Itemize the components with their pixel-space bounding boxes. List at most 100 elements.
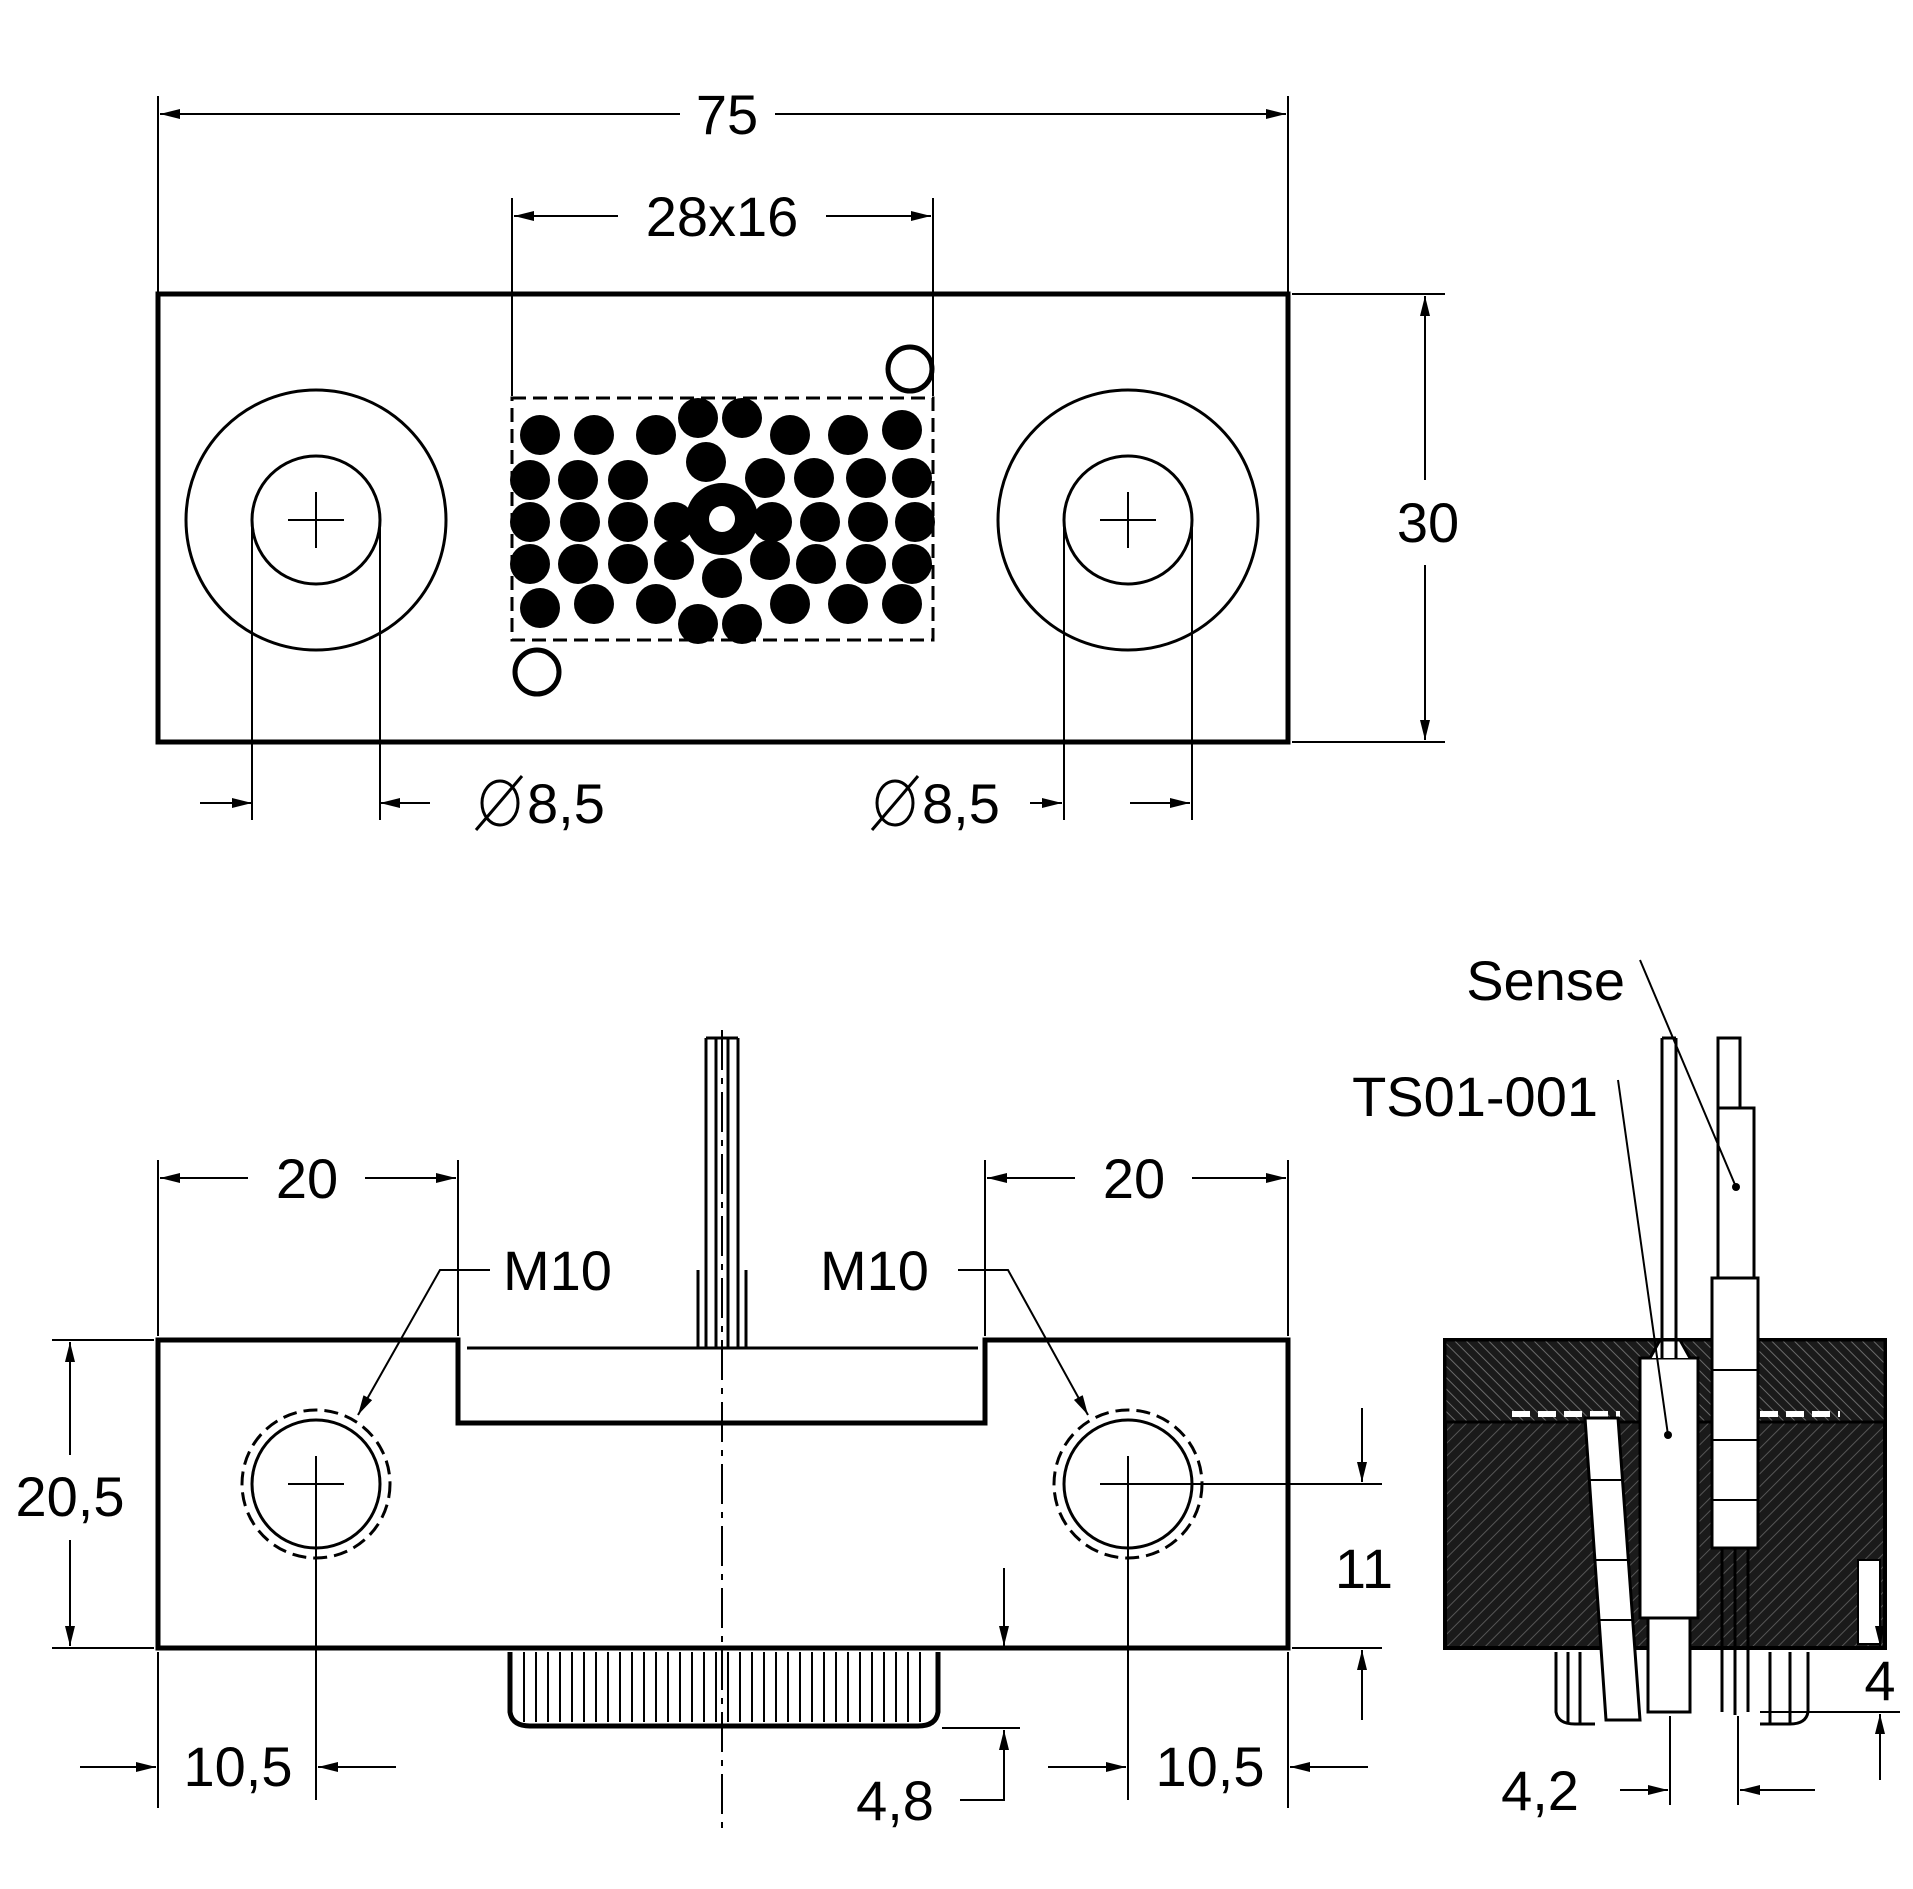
contact-pin xyxy=(848,502,888,542)
sense-label: Sense xyxy=(1466,949,1625,1012)
contact-pin xyxy=(846,458,886,498)
contact-pin xyxy=(510,502,550,542)
contact-pin xyxy=(752,502,792,542)
contact-pin xyxy=(722,398,762,438)
front-pin-lines xyxy=(523,1652,921,1722)
contact-pin xyxy=(722,604,762,644)
contact-pin xyxy=(608,502,648,542)
dim-20-right-extension xyxy=(984,1160,1289,1336)
contact-pin xyxy=(892,544,932,584)
pin-array xyxy=(510,398,935,644)
sense-probe-upper xyxy=(1716,1036,1742,1110)
dim-hole-left-extension xyxy=(251,528,381,820)
m10-right-leader xyxy=(958,1269,1089,1416)
contact-pin xyxy=(828,415,868,455)
contact-pin xyxy=(770,584,810,624)
dim-10-5-left-label: 10,5 xyxy=(184,1735,293,1798)
contact-pin xyxy=(882,584,922,624)
dim-11-label: 11 xyxy=(1335,1537,1393,1600)
m10-right-label: M10 xyxy=(820,1239,929,1302)
right-hole-cross xyxy=(1100,492,1156,548)
front-stem-collar xyxy=(696,1270,748,1348)
side-view: Sense TS01-001 4,2 4 xyxy=(1352,949,1900,1822)
ts01-probe-body xyxy=(1638,1356,1700,1620)
top-body-outline xyxy=(155,291,1291,745)
contact-pin xyxy=(750,540,790,580)
sense-probe-tip xyxy=(1720,1548,1750,1715)
contact-pin xyxy=(574,415,614,455)
dim-28x16-extension xyxy=(511,198,934,396)
dim-20-left-label: 20 xyxy=(276,1147,338,1210)
contact-pin xyxy=(558,460,598,500)
dim-20-left-extension xyxy=(157,1160,459,1336)
ts01-probe-lower xyxy=(1646,1616,1692,1714)
contact-pin xyxy=(796,544,836,584)
contact-pin xyxy=(702,558,742,598)
dim-4-8-label: 4,8 xyxy=(856,1769,934,1832)
dim-75-label: 75 xyxy=(696,83,758,146)
contact-pin xyxy=(882,410,922,450)
ts01-label: TS01-001 xyxy=(1352,1065,1598,1128)
dim-20-right-label: 20 xyxy=(1103,1147,1165,1210)
front-view: 20 20 M10 M10 20,5 11 4,8 10,5 xyxy=(16,1030,1393,1832)
contact-pin xyxy=(745,458,785,498)
contact-pin xyxy=(654,540,694,580)
front-pin-block xyxy=(507,1652,941,1729)
diameter-symbol-right xyxy=(870,775,920,831)
side-inclined-pin-marks xyxy=(1590,1479,1634,1621)
contact-pin xyxy=(510,460,550,500)
m10-left-label: M10 xyxy=(503,1239,612,1302)
contact-pin xyxy=(800,502,840,542)
coax-center-hole xyxy=(709,506,735,532)
contact-pin xyxy=(678,604,718,644)
side-bottom-pins xyxy=(1554,1652,1810,1726)
contact-pin xyxy=(828,584,868,624)
contact-pin xyxy=(520,415,560,455)
contact-pin xyxy=(892,458,932,498)
dim-hole-right-label: 8,5 xyxy=(922,772,1000,835)
ts01-leader xyxy=(1617,1079,1669,1436)
left-hole xyxy=(250,454,382,586)
right-hole xyxy=(1062,454,1194,586)
dim-4-8-arrow-bottom xyxy=(960,1730,1009,1801)
front-body-outline xyxy=(155,1337,1291,1651)
contact-pin xyxy=(636,415,676,455)
contact-pin xyxy=(846,544,886,584)
contact-pin xyxy=(654,502,694,542)
left-boss-outer xyxy=(184,388,448,652)
dim-4-2-label: 4,2 xyxy=(1501,1759,1579,1822)
dim-30-extension xyxy=(1292,293,1445,743)
dim-28x16-label: 28x16 xyxy=(646,185,799,248)
contact-pin xyxy=(686,442,726,482)
dim-20-5-label: 20,5 xyxy=(16,1465,125,1528)
side-inclined-pin xyxy=(1583,1416,1642,1722)
contact-pin xyxy=(510,544,550,584)
dim-hole-left-label: 8,5 xyxy=(527,772,605,835)
contact-pin xyxy=(794,458,834,498)
contact-pin xyxy=(574,584,614,624)
top-view: 75 28x16 30 8,5 8,5 xyxy=(155,83,1459,835)
sense-leader xyxy=(1639,959,1737,1188)
contact-pin xyxy=(558,544,598,584)
sense-probe-body xyxy=(1710,1276,1760,1550)
dim-hole-right-extension xyxy=(1063,528,1193,820)
contact-pin xyxy=(770,415,810,455)
dim-20-5-extension xyxy=(52,1339,154,1649)
contact-pin xyxy=(608,544,648,584)
guide-hole-top xyxy=(885,344,935,394)
diameter-symbol-left xyxy=(474,775,524,831)
dim-10-5-right-label: 10,5 xyxy=(1156,1735,1265,1798)
sense-probe-mid xyxy=(1716,1106,1756,1280)
guide-hole-bottom xyxy=(512,647,562,697)
left-hole-cross xyxy=(288,492,344,548)
dim-30-label: 30 xyxy=(1397,491,1459,554)
sense-probe-rings xyxy=(1712,1369,1758,1501)
contact-pin xyxy=(560,502,600,542)
contact-pin xyxy=(636,584,676,624)
side-right-notch xyxy=(1857,1559,1881,1645)
dim-4-2-extension xyxy=(1669,1716,1739,1805)
contact-pin xyxy=(520,588,560,628)
m10-left-leader xyxy=(357,1269,490,1416)
ts01-stem xyxy=(1660,1036,1678,1358)
